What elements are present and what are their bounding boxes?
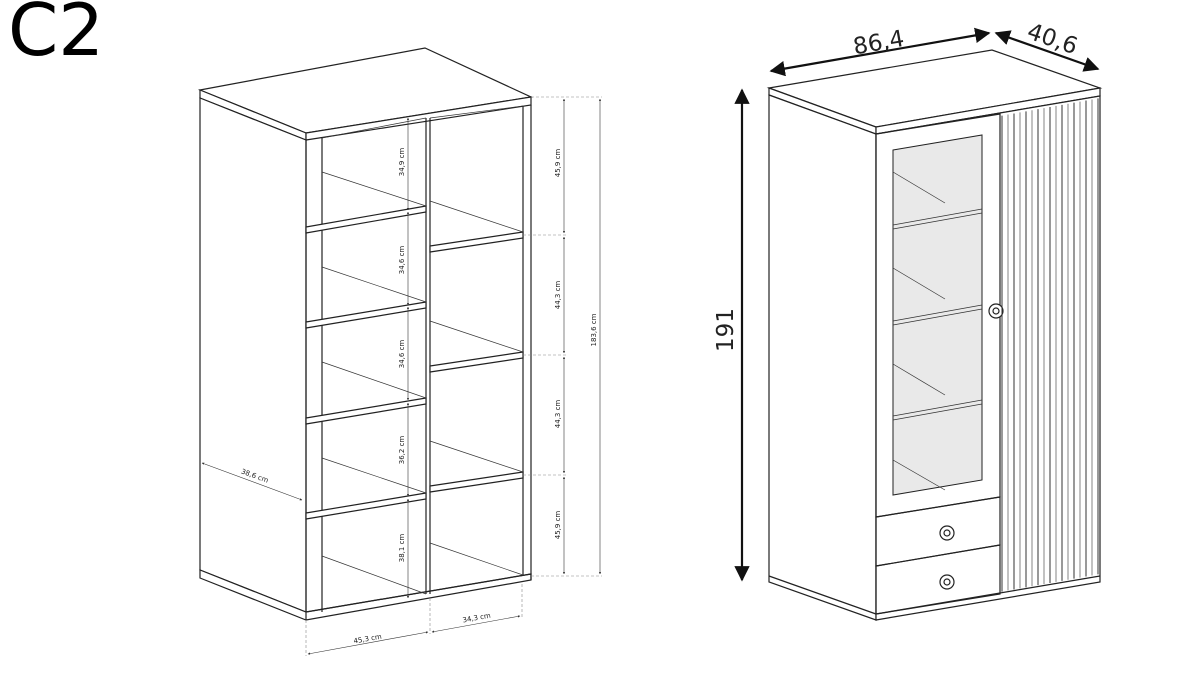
inner-height-label: 183,6 cm <box>590 313 598 346</box>
gap-left-2: 34,6 cm <box>398 246 406 275</box>
drawers <box>875 496 1001 615</box>
drawing-title: C2 <box>8 0 105 72</box>
exterior-view: 86,4 40,6 191 <box>713 19 1103 621</box>
gap-right-3: 44,3 cm <box>554 400 562 429</box>
gap-right-2: 44,3 cm <box>554 281 562 310</box>
right-width-label: 34,3 cm <box>462 612 492 625</box>
gap-left-1: 34,9 cm <box>398 148 406 177</box>
glass-door <box>875 113 1004 518</box>
left-gap-dimensions: 34,9 cm 34,6 cm 34,6 cm 36,2 cm 38,1 cm <box>398 117 410 599</box>
gap-right-4: 45,9 cm <box>554 511 562 540</box>
slatted-panel <box>1001 98 1099 592</box>
gap-left-4: 36,2 cm <box>398 436 406 465</box>
right-gap-dimensions: 45,9 cm 44,3 cm 44,3 cm 45,9 cm 183,6 cm <box>523 96 602 577</box>
right-shelves <box>429 200 524 493</box>
gap-left-3: 34,6 cm <box>398 340 406 369</box>
drawer-lower <box>875 544 1001 615</box>
left-shelves <box>305 171 427 520</box>
gap-left-5: 38,1 cm <box>398 534 406 563</box>
left-width-label: 45,3 cm <box>353 633 383 646</box>
interior-view: 34,9 cm 34,6 cm 34,6 cm 36,2 cm 38,1 cm … <box>197 47 602 656</box>
width-label: 86,4 <box>851 26 906 60</box>
height-label: 191 <box>713 308 739 352</box>
gap-right-1: 45,9 cm <box>554 149 562 178</box>
exterior-side <box>768 94 877 621</box>
side-panel <box>199 97 307 613</box>
